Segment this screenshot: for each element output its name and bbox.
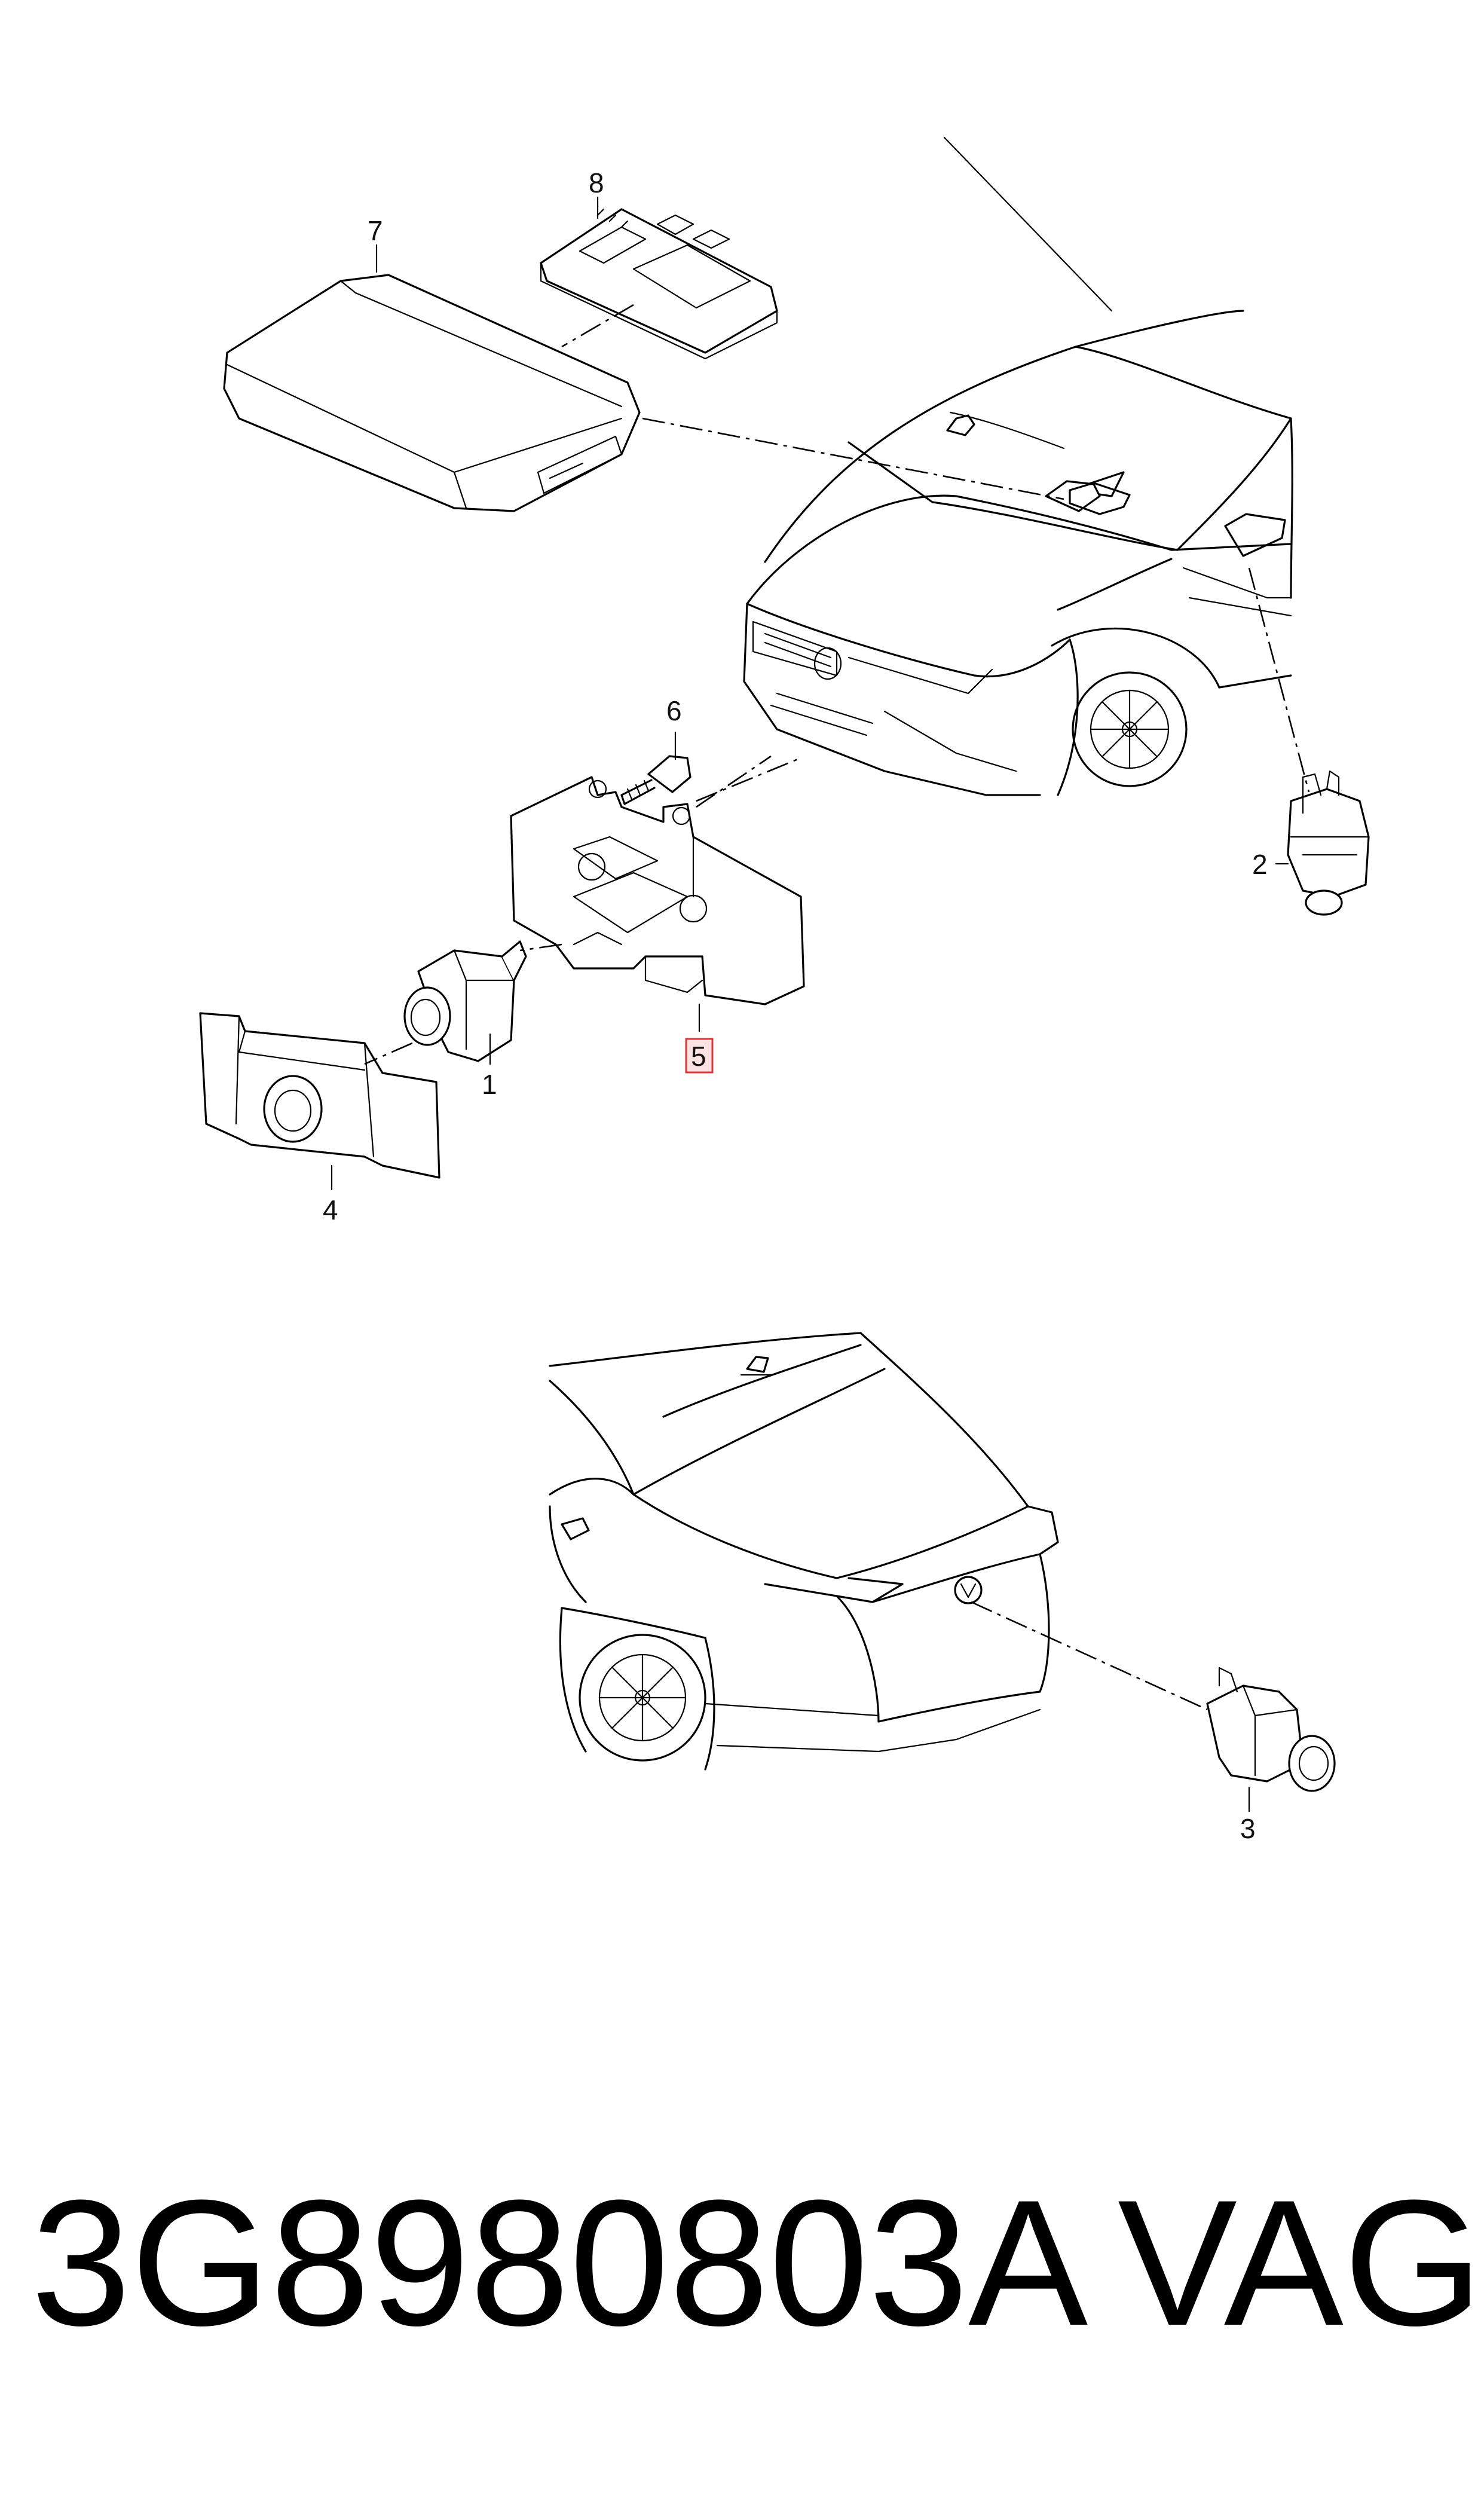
control-unit-module-illustration [540,208,778,360]
callout-2: 2 [1252,849,1268,880]
callout-1: 1 [482,1069,497,1100]
callout-8: 8 [589,167,604,198]
rear-camera-illustration [1206,1667,1336,1792]
callout-5-highlight-box [685,1038,714,1074]
rear-car-illustration [549,1332,1059,1771]
screw-illustration [620,755,691,805]
callout-7: 7 [368,215,383,246]
side-camera-illustration [1287,770,1370,916]
part-number: 3G8980803A [31,2162,1088,2363]
windscreen-camera-location [1069,482,1131,515]
control-unit-cover-illustration [223,274,641,512]
callout-6: 6 [666,695,682,726]
callout-5: 5 [691,1041,706,1072]
leader-lines [331,196,1310,1812]
callout-3: 3 [1240,1813,1256,1844]
camera-trim-illustration [199,1012,440,1179]
front-camera-illustration [403,940,527,1062]
brand-label: VAG [1118,2162,1483,2363]
callout-4: 4 [323,1194,338,1225]
camera-bracket-illustration [510,776,805,1005]
front-car-illustration [743,136,1293,796]
